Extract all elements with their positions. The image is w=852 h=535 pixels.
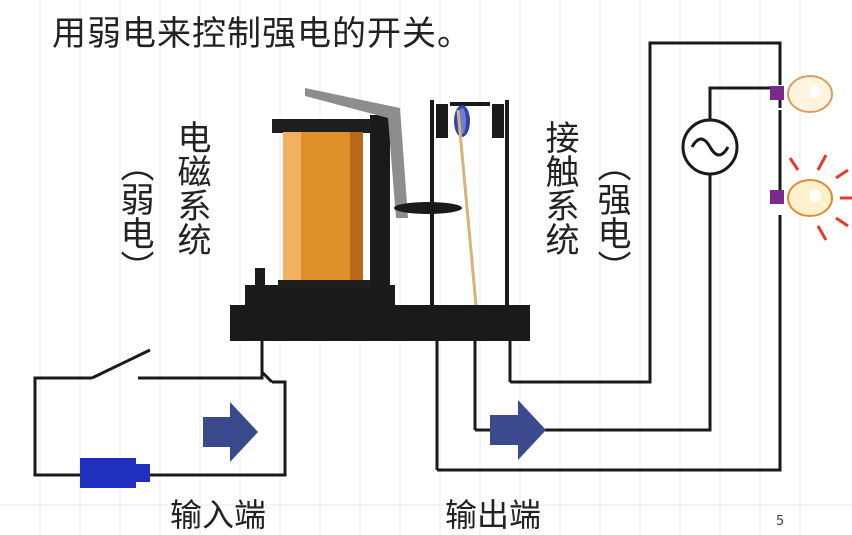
lamp-off-icon xyxy=(770,75,833,113)
arrow-right-icon xyxy=(490,400,546,460)
lamp-on-icon xyxy=(770,154,852,241)
coil-pedestal xyxy=(245,285,395,307)
strong-power-label: （强电） xyxy=(591,148,631,284)
switch-icon xyxy=(91,348,151,380)
contact-system-label: 接触系统 xyxy=(539,120,579,256)
armature-plate xyxy=(394,202,462,214)
page-number: 5 xyxy=(776,514,785,529)
weak-power-label: （弱电） xyxy=(114,148,154,284)
coil-icon xyxy=(272,119,374,288)
output-terminal-label: 输出端 xyxy=(445,496,542,534)
ac-source-icon xyxy=(681,118,739,176)
relay-yoke xyxy=(370,115,390,305)
battery-icon xyxy=(80,458,150,488)
electromagnetic-system-label: 电磁系统 xyxy=(171,120,211,256)
input-terminal-label: 输入端 xyxy=(170,496,267,534)
input-circuit-wire xyxy=(33,348,287,477)
relay-pins xyxy=(260,340,512,470)
relay-base-bar xyxy=(230,305,530,341)
contact-frame xyxy=(430,100,509,306)
arrow-right-icon xyxy=(203,402,258,462)
page-title: 用弱电来控制强电的开关。 xyxy=(52,14,472,54)
relay-armature xyxy=(305,88,408,218)
